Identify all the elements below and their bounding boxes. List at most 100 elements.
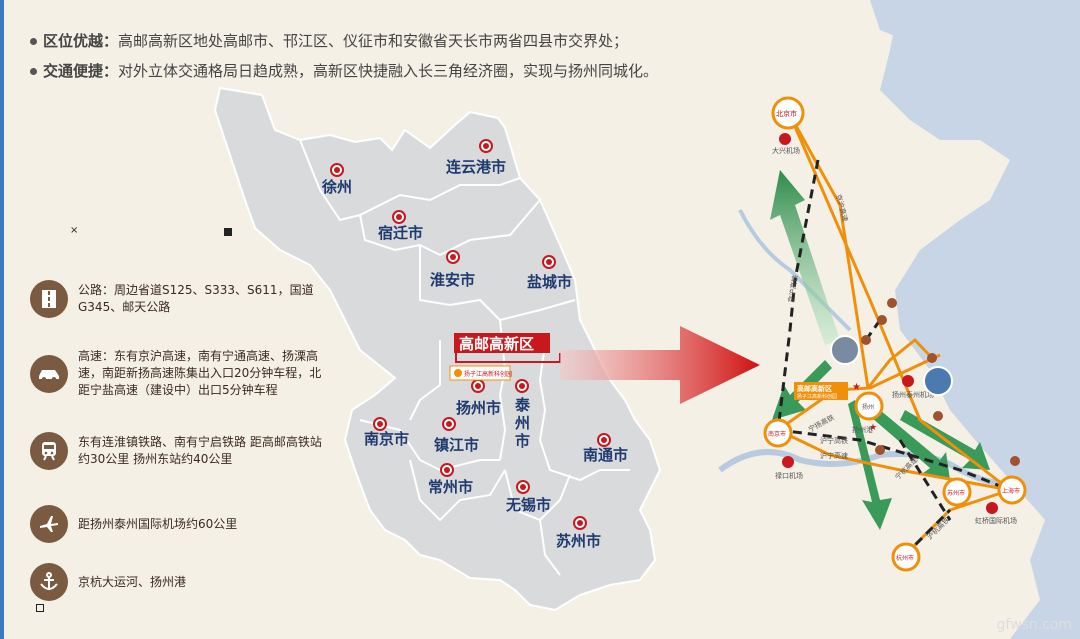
small-marker	[1010, 456, 1020, 466]
city-label-zhenjiang: 镇江市	[434, 436, 479, 454]
city-pins: 北京市 南京市 扬州 苏州市 上海市 杭州市	[763, 96, 1027, 572]
city-label-taizhou-3: 市	[515, 432, 530, 450]
city-label-wuxi: 无锡市	[505, 496, 551, 514]
border-line	[409, 459, 506, 522]
direction-arrow	[560, 326, 760, 404]
info-road-text: 公路：周边省道S125、S333、S611，国道G345、邮天公路	[78, 283, 314, 314]
info-rail: 东有连淮镇铁路、南有宁启铁路 距高邮高铁站约30公里 扬州东站约40公里	[30, 432, 330, 470]
info-air: 距扬州泰州国际机场约60公里	[30, 505, 330, 543]
border-line	[299, 139, 361, 222]
small-marker	[927, 353, 937, 363]
pin-hangzhou-label: 杭州市	[896, 554, 914, 562]
sea-area	[880, 0, 1080, 639]
info-air-text: 距扬州泰州国际机场约60公里	[78, 516, 238, 531]
photo-airport	[923, 366, 953, 396]
city-label-taizhou-1: 泰	[514, 396, 531, 414]
sea-north	[870, 0, 1080, 60]
label-huning-tie: 沪宁高铁	[820, 436, 848, 445]
airports: 大兴机场 禄口机场 扬州泰州机场 虹桥国际机场	[772, 133, 1017, 525]
airport-yangtai-label: 扬州泰州机场	[892, 390, 934, 399]
province-shape	[213, 86, 662, 612]
gaoyou-label-bg	[454, 333, 550, 353]
airport-yangtai-icon	[902, 375, 914, 387]
pin-suzhou-label: 苏州市	[947, 489, 965, 497]
left-accent-bar	[0, 0, 4, 639]
gaoyou-sub-label: 扬子江高新科创园	[464, 370, 512, 378]
pin-yangzhou	[854, 391, 884, 421]
info-rail-text: 东有连淮镇铁路、南有宁启铁路 距高邮高铁站约30公里 扬州东站约40公里	[78, 435, 322, 466]
city-label-xuzhou: 徐州	[321, 178, 352, 196]
gaoyou-sub-icon	[454, 369, 462, 377]
label-jinghu-rail: 京沪高铁	[786, 274, 800, 303]
gaoyou-sub-bg	[449, 365, 511, 381]
small-markers	[861, 298, 1020, 466]
border-line	[359, 419, 500, 472]
bullet-location-text: 高邮高新区地处高邮市、邗江区、仪征市和安徽省天长市两省四县市交界处；	[118, 32, 629, 50]
label-jinghu: 京沪高速	[834, 193, 850, 222]
pin-hangzhou	[891, 542, 921, 572]
plane-icon	[30, 505, 68, 543]
info-port-text: 京杭大运河、扬州港	[78, 574, 187, 589]
pin-beijing	[771, 96, 805, 130]
green-arrow-north	[770, 170, 840, 345]
pin-yangzhou-label: 扬州	[862, 403, 874, 411]
square-outline-icon	[36, 604, 44, 612]
small-marker	[875, 445, 885, 455]
highway-ningtong	[777, 353, 941, 432]
airport-hongqiao-label: 虹桥国际机场	[975, 516, 1017, 525]
border-line	[419, 245, 501, 321]
bullet-dot-icon	[30, 68, 37, 75]
anchor-icon	[30, 563, 68, 601]
pin-suzhou	[942, 477, 972, 507]
region-gaoyou-label: 高邮高新区	[797, 384, 832, 393]
photo-station	[830, 335, 860, 365]
city-label-taizhou-2: 州	[514, 414, 530, 432]
city-label-nanjing: 南京市	[364, 430, 409, 448]
small-marker	[933, 411, 943, 421]
road-icon	[30, 280, 68, 318]
border-line	[409, 340, 441, 421]
region-gaoyou-sub: 扬子江高新科创园	[797, 393, 837, 400]
border-line	[538, 344, 630, 482]
region-gaoyou-bg	[794, 382, 848, 400]
border-line	[539, 519, 561, 576]
rail-south	[898, 439, 952, 521]
pin-beijing-label: 北京市	[776, 109, 797, 118]
border-line	[359, 177, 521, 216]
airport-hongqiao-icon	[986, 502, 998, 514]
watermark: gfwsn.com	[996, 617, 1072, 633]
car-icon	[30, 354, 68, 393]
rail-jinghu	[776, 159, 820, 431]
airport-daxing-icon	[779, 133, 791, 145]
info-highway-text: 高速：东有京沪高速，南有宁通高速、扬溧高速，南距新扬高速陈集出入口20分钟车程，…	[78, 349, 322, 397]
highway-east	[788, 114, 1011, 492]
label-ningyang: 宁扬高铁	[807, 413, 836, 434]
square-mark-icon	[224, 228, 232, 236]
city-labels: 徐州 连云港市 宿迁市 淮安市 盐城市 扬州市 南京市 镇江市 常州市 无锡市 …	[321, 158, 628, 550]
close-mark-icon: ×	[70, 225, 79, 236]
city-label-lianyungang: 连云港市	[446, 158, 506, 176]
pin-nanjing-label: 南京市	[768, 430, 786, 438]
city-label-suzhou: 苏州市	[556, 532, 601, 550]
border-line	[439, 199, 541, 256]
border-line	[499, 299, 576, 321]
pin-shanghai-label: 上海市	[1002, 487, 1020, 495]
small-marker	[877, 315, 887, 325]
city-label-suqian: 宿迁市	[378, 224, 423, 242]
port-label: 扬州港	[852, 425, 873, 434]
border-line	[359, 214, 441, 256]
bullet-dot-icon	[30, 38, 37, 45]
highway-branch	[866, 337, 934, 389]
city-label-changzhou: 常州市	[428, 478, 473, 496]
city-markers	[330, 139, 611, 530]
star-icon: ★	[869, 423, 877, 433]
small-marker	[861, 335, 871, 345]
bullet-traffic: 交通便捷：对外立体交通格局日趋成熟，高新区快捷融入长三角经济圈，实现与扬州同城化…	[30, 60, 658, 81]
highway-jinghu	[788, 114, 870, 389]
rail-huhang	[903, 508, 952, 557]
bullet-location: 区位优越：高邮高新区地处高邮市、邗江区、仪征市和安徽省天长市两省四县市交界处；	[30, 30, 658, 51]
province-outline	[213, 86, 662, 612]
small-marker	[887, 298, 897, 308]
label-huning-gs: 沪宁高速	[820, 451, 848, 460]
